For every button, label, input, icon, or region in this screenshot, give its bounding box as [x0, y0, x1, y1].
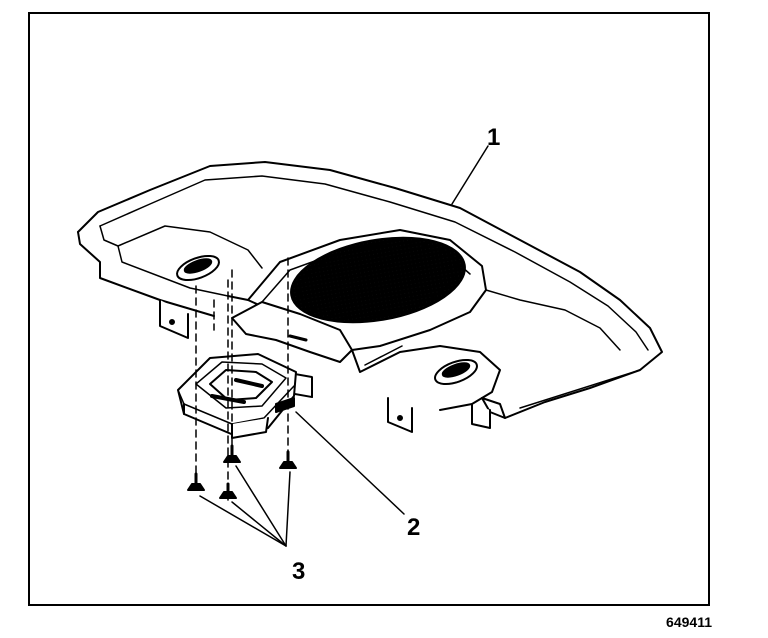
leader-line-2 — [295, 411, 405, 515]
figure-id: 649411 — [666, 614, 712, 630]
fastener-4 — [279, 450, 297, 469]
mounting-tabs — [159, 299, 491, 433]
fastener-1 — [187, 472, 205, 491]
right-release-handle — [434, 358, 478, 386]
leader-line-3c — [231, 501, 287, 547]
leader-lines — [199, 145, 489, 547]
leader-line-3b — [235, 465, 287, 547]
leader-line-3d — [285, 471, 291, 547]
fastener-alignment-lines — [195, 257, 289, 501]
illustration-frame — [28, 12, 710, 606]
callout-3-label: 3 — [292, 558, 306, 585]
callout-2-label: 2 — [407, 514, 421, 541]
fastener-3 — [219, 482, 237, 499]
speaker-grille — [290, 236, 466, 324]
callout-1-label: 1 — [487, 124, 501, 151]
fastener-2 — [223, 444, 241, 463]
leader-line-3a — [199, 495, 287, 547]
fasteners — [187, 444, 297, 499]
left-release-handle — [176, 254, 220, 282]
leader-line-1 — [451, 145, 489, 205]
